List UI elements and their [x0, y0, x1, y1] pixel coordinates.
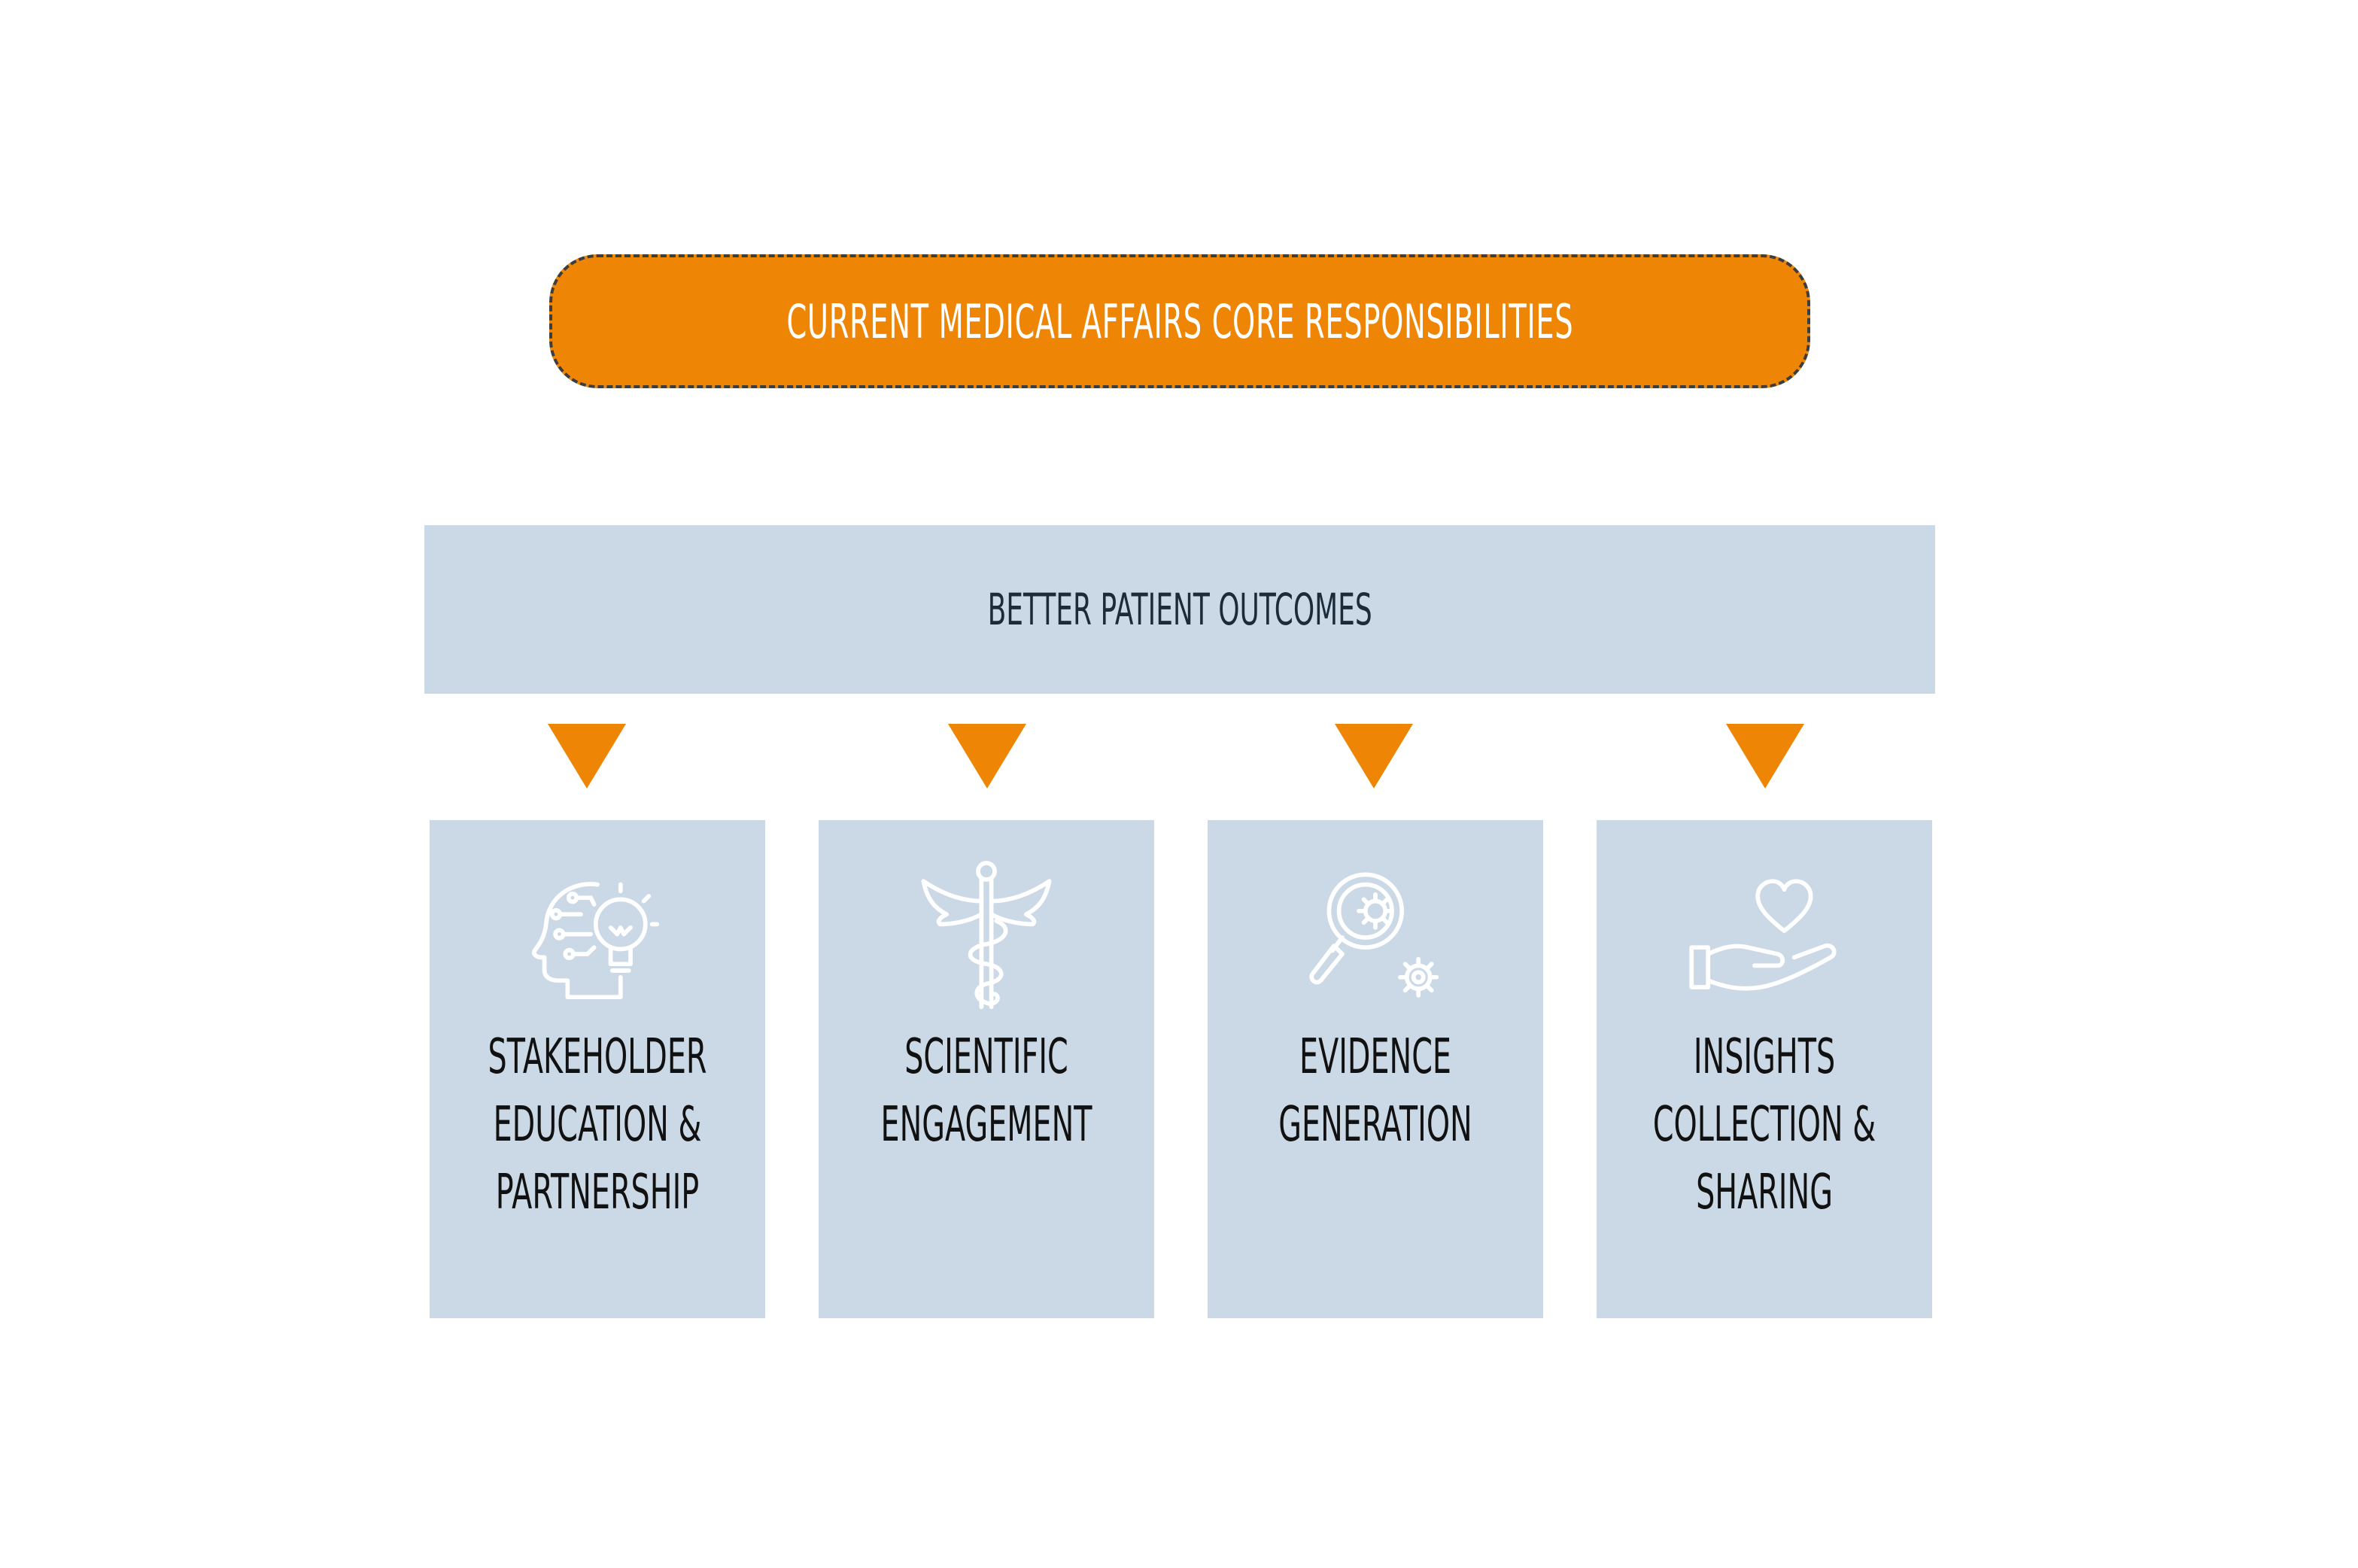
card-label-line: ENGAGEMENT [880, 1097, 1092, 1153]
card-label-line: PARTNERSHIP [495, 1165, 700, 1220]
card-label-line: EDUCATION & [493, 1097, 702, 1153]
outcomes-banner: BETTER PATIENT OUTCOMES [424, 525, 1935, 694]
card-label: EVIDENCE GENERATION [1244, 1023, 1508, 1159]
card-stakeholder-education: STAKEHOLDER EDUCATION & PARTNERSHIP [430, 820, 765, 1318]
down-arrow-icon [948, 724, 1026, 789]
card-label-line: INSIGHTS [1693, 1029, 1836, 1085]
down-arrow-icon [1726, 724, 1804, 789]
head-lightbulb-icon [515, 855, 680, 1020]
title-pill: CURRENT MEDICAL AFFAIRS CORE RESPONSIBIL… [549, 254, 1810, 388]
card-label-line: SHARING [1696, 1165, 1833, 1220]
caduceus-icon [904, 855, 1069, 1020]
diagram-title: CURRENT MEDICAL AFFAIRS CORE RESPONSIBIL… [786, 293, 1573, 349]
card-evidence-generation: EVIDENCE GENERATION [1208, 820, 1543, 1318]
card-label-line: GENERATION [1278, 1097, 1472, 1153]
card-label: INSIGHTS COLLECTION & SHARING [1633, 1023, 1897, 1226]
card-label-line: SCIENTIFIC [904, 1029, 1068, 1085]
card-label: SCIENTIFIC ENGAGEMENT [855, 1023, 1119, 1159]
hand-heart-icon [1682, 855, 1847, 1020]
card-scientific-engagement: SCIENTIFIC ENGAGEMENT [819, 820, 1154, 1318]
card-label-line: EVIDENCE [1299, 1029, 1452, 1085]
magnifier-gears-icon [1293, 855, 1458, 1020]
card-label-line: STAKEHOLDER [488, 1029, 707, 1085]
banner-label: BETTER PATIENT OUTCOMES [987, 584, 1372, 635]
down-arrow-icon [1335, 724, 1413, 789]
card-label-line: COLLECTION & [1652, 1097, 1876, 1153]
down-arrow-icon [548, 724, 626, 789]
card-insights-collection: INSIGHTS COLLECTION & SHARING [1597, 820, 1932, 1318]
card-label: STAKEHOLDER EDUCATION & PARTNERSHIP [466, 1023, 730, 1226]
